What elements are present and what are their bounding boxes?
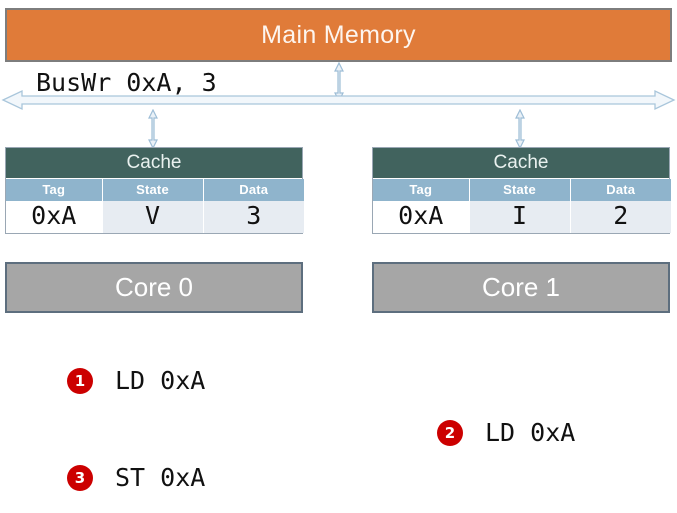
cache-table-0: Cache Tag State Data 0xA V 3 xyxy=(5,147,304,234)
core-label-0: Core 0 xyxy=(114,272,194,302)
cache-title-1: Cache xyxy=(373,148,669,179)
core-label-1: Core 1 xyxy=(481,272,561,302)
main-memory-label: Main Memory xyxy=(261,20,416,49)
column-header-data-1: Data xyxy=(569,179,671,201)
step-badge-1: 1 xyxy=(67,367,93,394)
column-header-state-0: State xyxy=(101,179,204,201)
column-header-data-0: Data xyxy=(202,179,304,201)
core-block-1: Core 1 xyxy=(372,262,670,313)
cache-row-1: 0xA I 2 xyxy=(373,201,671,233)
instruction-text-1: LD 0xA xyxy=(115,366,206,395)
cache-tag-value-0: 0xA xyxy=(6,201,103,233)
cache0-bus-connector-icon xyxy=(148,109,158,149)
cache-title-0: Cache xyxy=(6,148,302,179)
instruction-item-2: 2 LD 0xA xyxy=(437,418,575,447)
column-header-tag-0: Tag xyxy=(6,179,103,201)
step-badge-2: 2 xyxy=(437,419,463,446)
cache-data-value-0: 3 xyxy=(202,201,304,233)
cache-state-value-0: V xyxy=(101,201,204,233)
core-block-0: Core 0 xyxy=(5,262,303,313)
cache-tag-value-1: 0xA xyxy=(373,201,470,233)
cache-header-row-0: Tag State Data xyxy=(6,179,304,201)
core-node-0: Cache Tag State Data 0xA V 3 xyxy=(5,147,304,313)
step-badge-3: 3 xyxy=(67,464,93,491)
cache-header-row-1: Tag State Data xyxy=(373,179,671,201)
system-bus xyxy=(0,88,677,112)
core-node-1: Cache Tag State Data 0xA I 2 xyxy=(372,147,671,313)
cache-state-value-1: I xyxy=(468,201,571,233)
cache1-bus-connector-icon xyxy=(515,109,525,149)
instruction-text-3: ST 0xA xyxy=(115,463,206,492)
column-header-state-1: State xyxy=(468,179,571,201)
cache-row-0: 0xA V 3 xyxy=(6,201,304,233)
instruction-item-3: 3 ST 0xA xyxy=(67,463,205,492)
main-memory-block: Main Memory xyxy=(5,8,672,62)
cache-table-1: Cache Tag State Data 0xA I 2 xyxy=(372,147,671,234)
instruction-text-2: LD 0xA xyxy=(485,418,576,447)
instruction-item-1: 1 LD 0xA xyxy=(67,366,205,395)
column-header-tag-1: Tag xyxy=(373,179,470,201)
bus-transaction-label: BusWr 0xA, 3 xyxy=(36,68,217,97)
bus-double-arrow-icon xyxy=(1,89,676,111)
cache-data-value-1: 2 xyxy=(569,201,671,233)
